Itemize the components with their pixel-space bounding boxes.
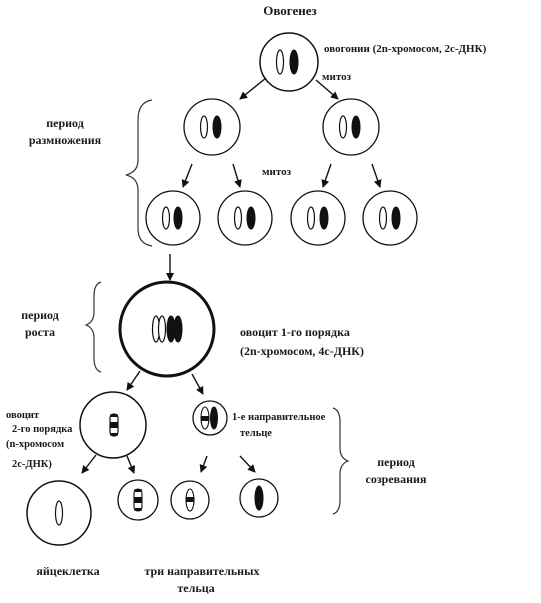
arrow-r2-c (321, 163, 332, 188)
period-growth-label-1: период (21, 308, 59, 322)
oocyte2-label-1: овоцит (6, 410, 40, 421)
three-polar-label-2: тельца (177, 581, 214, 595)
mitosis-cell-right (322, 98, 380, 156)
polar1-label-2: тельце (240, 428, 272, 439)
oocyte2-label-4: 2с-ДНК) (12, 459, 52, 470)
polar-body-2 (170, 480, 210, 520)
arrow-oogonium-right (315, 79, 339, 100)
oogonium-cell-3 (290, 190, 346, 246)
period-maturation-label-2: созревания (366, 472, 427, 486)
oogonia-label: овогонии (2n-хромосом, 2с-ДНК) (324, 43, 487, 55)
mitosis-label-2: митоз (262, 166, 292, 178)
diagram-title: Овогенез (263, 3, 317, 18)
arrow-r2-b (232, 163, 242, 188)
polar1-label-1: 1-е направительное (232, 412, 326, 423)
arrow-to-egg (81, 454, 97, 474)
arrow-r2-a (181, 163, 193, 188)
oogonium-cell-1 (145, 190, 201, 246)
oocyte2-label-3: (n-хромосом (6, 439, 64, 450)
oogonium-cell-2 (217, 190, 273, 246)
oocyte2-label-2: 2-го порядка (12, 424, 73, 435)
arrow-r2-d (371, 163, 382, 188)
oocyte1-label-2: (2n-хромосом, 4с-ДНК) (240, 344, 364, 358)
brace-growth (84, 281, 102, 373)
oogonium-cell (259, 32, 319, 92)
egg-cell (26, 480, 92, 546)
oocyte1-label-1: овоцит 1-го порядка (240, 325, 350, 339)
first-polar-body-cell (192, 400, 228, 436)
arrow-to-oocyte2 (126, 370, 141, 391)
mitosis-label-1: митоз (322, 71, 352, 83)
period-growth-label-2: роста (25, 325, 55, 339)
egg-label: яйцеклетка (36, 564, 99, 578)
polar-body-1 (117, 479, 159, 521)
arrow-oogonium-left (239, 77, 267, 100)
arrow-to-polar-c (239, 455, 256, 473)
secondary-oocyte-cell (79, 391, 147, 459)
brace-maturation (332, 407, 350, 515)
arrow-to-polar-b (199, 455, 208, 473)
arrow-to-polar1 (191, 373, 204, 395)
oogonium-cell-4 (362, 190, 418, 246)
period-maturation-label-1: период (377, 455, 415, 469)
brace-reproduction (125, 99, 153, 247)
three-polar-label-1: три направительных (145, 564, 260, 578)
polar-body-3 (239, 478, 279, 518)
mitosis-cell-left (183, 98, 241, 156)
period-reproduction-label-2: размножения (29, 133, 102, 147)
period-reproduction-label-1: период (46, 116, 84, 130)
primary-oocyte-cell (118, 280, 216, 378)
arrow-to-polar-a (126, 455, 136, 474)
